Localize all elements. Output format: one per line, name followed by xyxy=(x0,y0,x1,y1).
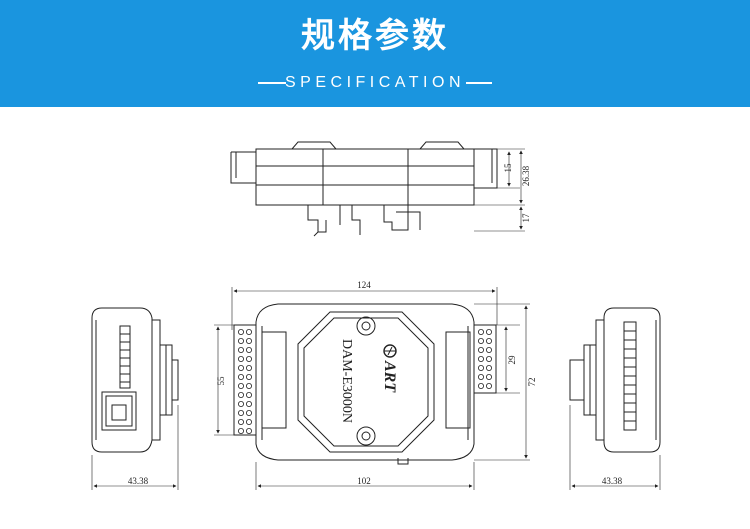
subtitle-left-rule xyxy=(258,82,286,84)
top-view xyxy=(230,141,525,237)
dimension-drawing: 15 26.38 17 43.38 xyxy=(91,141,661,490)
front-view xyxy=(214,287,530,490)
subtitle-row: SPECIFICATION xyxy=(0,72,750,94)
front-dim-29: 29 xyxy=(507,355,517,365)
header-banner: 规格参数 SPECIFICATION xyxy=(0,0,750,107)
logo-text: ART xyxy=(381,360,398,393)
right-dim-width: 43.38 xyxy=(602,476,623,486)
top-dim-17: 17 xyxy=(521,213,531,223)
front-dim-124: 124 xyxy=(357,280,371,290)
top-dim-15: 15 xyxy=(503,163,513,173)
right-terminal-pins xyxy=(477,328,492,389)
front-dim-102: 102 xyxy=(357,476,371,486)
top-dim-26-38: 26.38 xyxy=(521,165,531,186)
front-dim-72: 72 xyxy=(527,378,537,387)
model-label: DAM-E3000N xyxy=(339,339,354,423)
front-dim-55: 55 xyxy=(216,376,226,386)
left-side-view xyxy=(91,307,179,490)
art-logo: ART xyxy=(381,344,398,393)
subtitle-right-rule xyxy=(466,82,492,84)
page-title: 规格参数 xyxy=(301,16,449,56)
page-subtitle: SPECIFICATION xyxy=(285,74,465,91)
right-side-view xyxy=(569,307,661,490)
left-dim-width: 43.38 xyxy=(128,476,149,486)
left-terminal-pins xyxy=(237,328,252,434)
